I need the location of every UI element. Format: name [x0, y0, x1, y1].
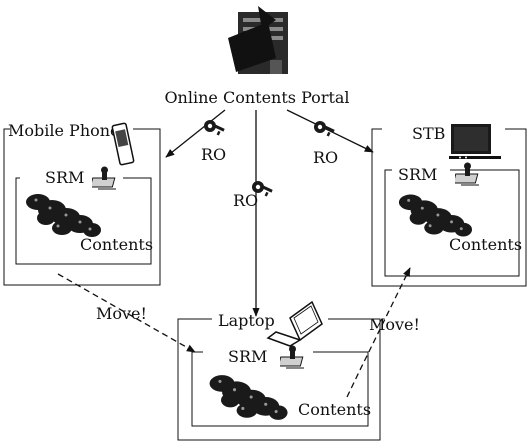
arrow-portal-to-mobile [165, 109, 226, 158]
laptop-srm-chip-icon [280, 345, 305, 369]
stb-srm-label: SRM [398, 165, 437, 184]
stb-srm-chip-icon [455, 162, 480, 186]
mobile-content-blob-icon [26, 194, 101, 237]
move-label-left: Move! [96, 304, 147, 323]
move-arrow-mobile-to-laptop [57, 273, 196, 353]
mobile-srm-label: SRM [45, 168, 84, 187]
laptop-label: Laptop [218, 311, 275, 330]
mobile-srm-chip-icon [92, 166, 117, 190]
mobile-contents-label: Contents [80, 235, 153, 254]
laptop-srm-label: SRM [228, 347, 267, 366]
mobile-phone-device: Mobile Phone SRM Contents [3, 121, 161, 286]
stb-device: STB SRM Contents [371, 124, 527, 287]
ro-key-icon-left [204, 120, 225, 136]
laptop-icon [266, 300, 323, 347]
laptop-content-blob-icon [209, 375, 288, 420]
ro-label-right: RO [313, 148, 338, 167]
laptop-contents-label: Contents [298, 400, 371, 419]
ro-key-icon-right [314, 121, 335, 137]
move-arrow-laptop-to-stb [346, 267, 411, 398]
ro-label-left: RO [201, 145, 226, 164]
stb-content-blob-icon [398, 194, 473, 237]
stb-contents-label: Contents [449, 235, 522, 254]
move-label-right: Move! [369, 315, 420, 334]
portal-label: Online Contents Portal [164, 88, 349, 107]
arrow-portal-to-stb [286, 109, 374, 153]
ro-label-center: RO [233, 191, 258, 210]
stb-label: STB [412, 124, 445, 143]
tv-icon [449, 124, 501, 159]
portal-server-icon [228, 6, 288, 74]
pda-icon [111, 122, 135, 166]
mobile-phone-label: Mobile Phone [8, 121, 120, 140]
laptop-device: Laptop SRM Contents [177, 300, 381, 441]
